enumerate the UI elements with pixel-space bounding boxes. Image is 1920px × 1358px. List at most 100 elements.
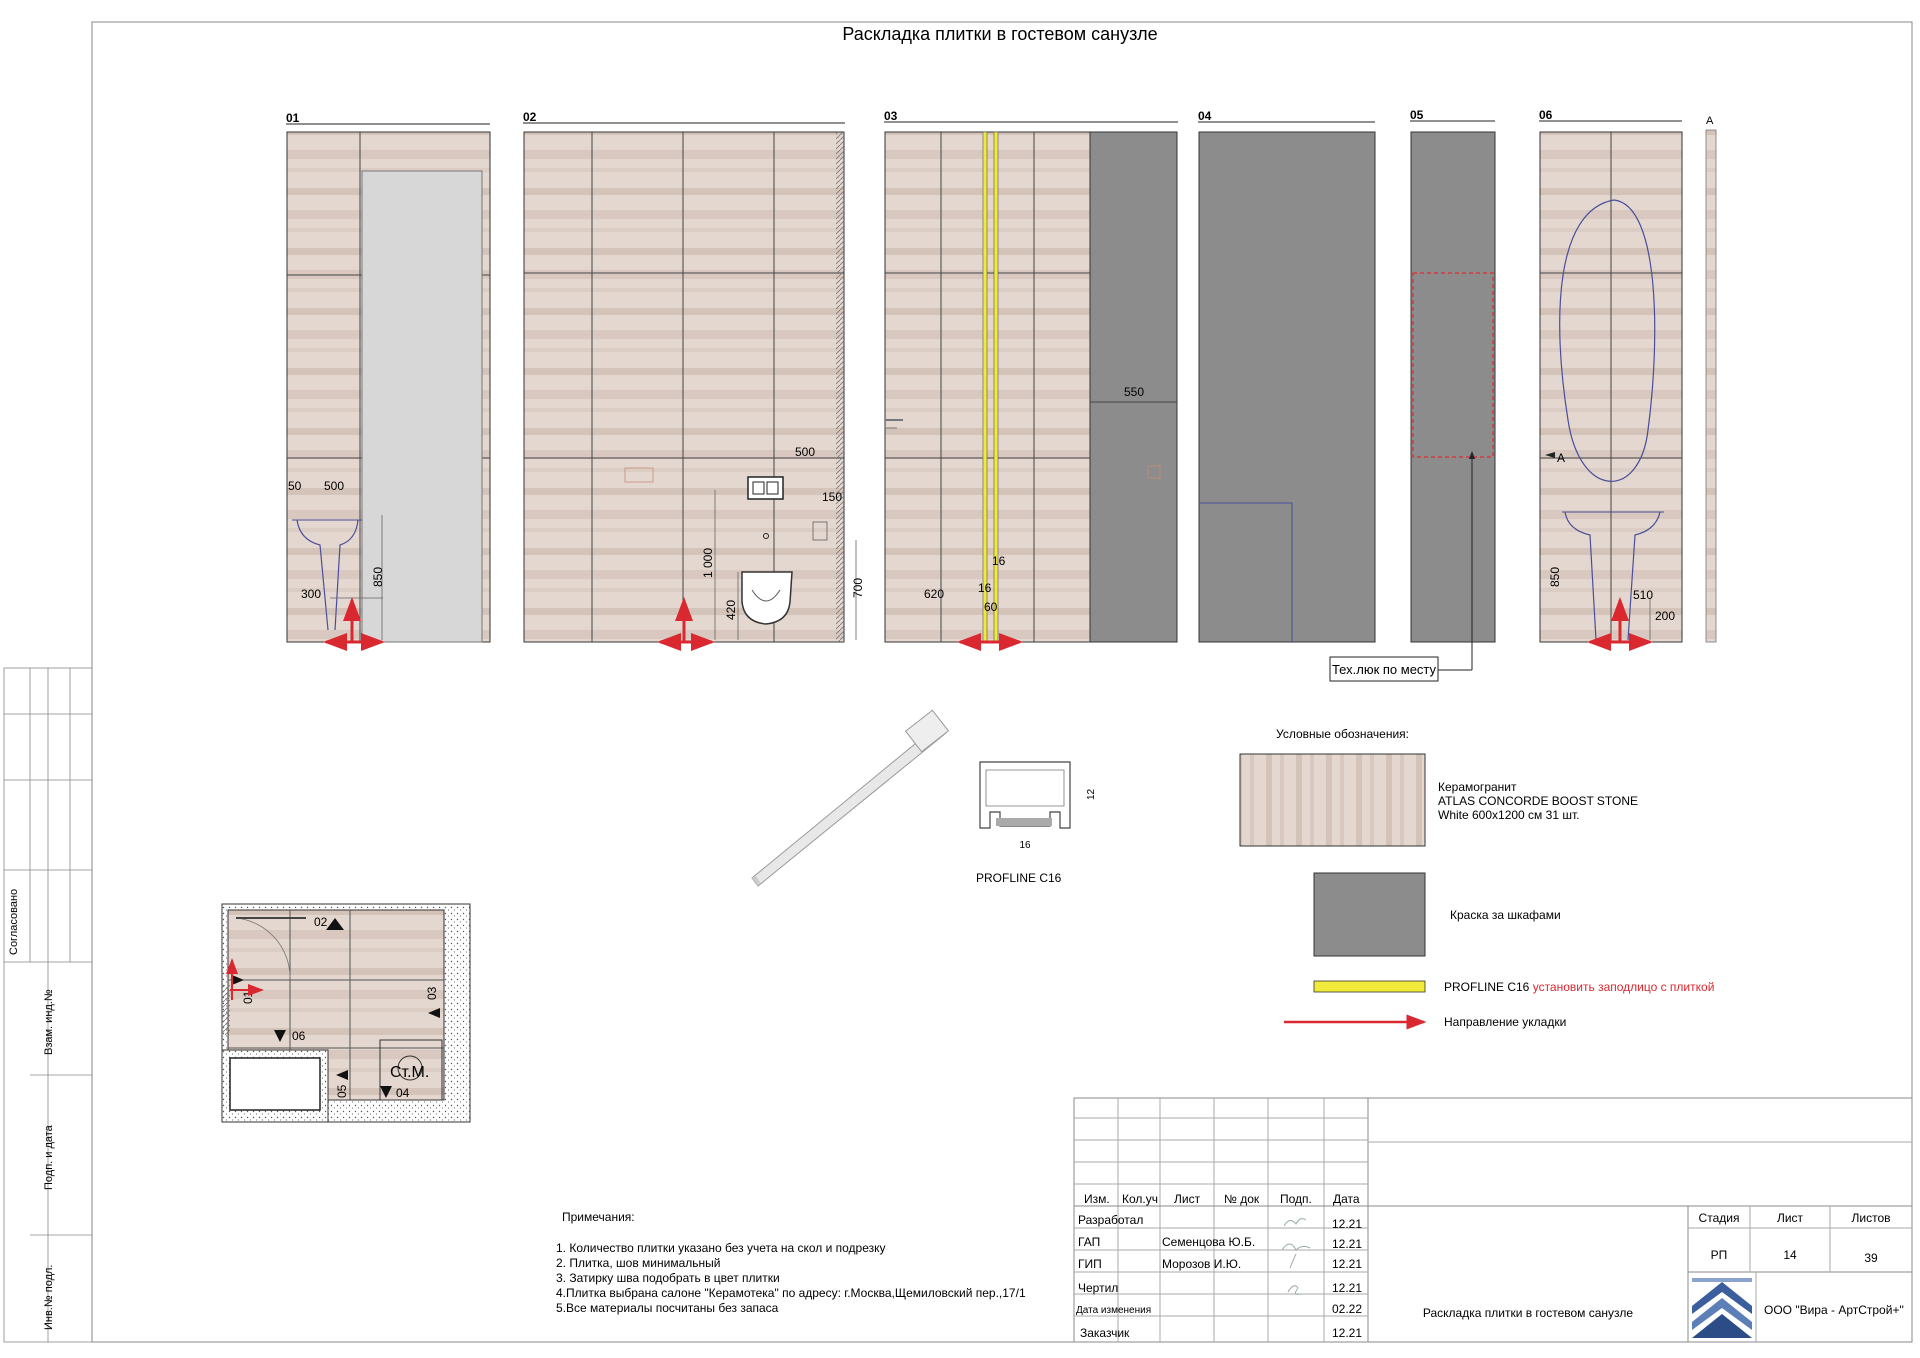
page-title: Раскладка плитки в гостевом санузле xyxy=(842,24,1157,44)
washbasin-outline xyxy=(1564,511,1661,641)
title-block-header: Изм. xyxy=(1084,1192,1110,1206)
view-marker-icon xyxy=(232,975,244,985)
stage-value: РП xyxy=(1711,1248,1728,1262)
profile-width-label: 16 xyxy=(1019,840,1031,851)
sheets-value: 39 xyxy=(1864,1251,1878,1265)
title-block-role: Заказчик xyxy=(1080,1326,1130,1340)
hatch-outline xyxy=(1412,272,1494,458)
view-marker-icon xyxy=(274,1030,286,1042)
profile-height-label: 12 xyxy=(1086,788,1097,800)
company-name: ООО "Вира - АртСтрой+" xyxy=(1764,1303,1904,1317)
painted-area xyxy=(1410,131,1496,643)
callout-label: Тех.люк по месту xyxy=(1332,662,1437,677)
title-block-name: Морозов И.Ю. xyxy=(1162,1257,1241,1271)
elevation-label: 05 xyxy=(1410,108,1424,122)
washbasin-outline xyxy=(296,519,359,631)
title-block-role: Разработал xyxy=(1078,1213,1143,1227)
profile-name: PROFLINE C16 xyxy=(976,871,1062,885)
mirror-outline xyxy=(1559,199,1656,482)
notes-heading: Примечания: xyxy=(562,1210,635,1224)
view-marker-label: 06 xyxy=(292,1029,306,1043)
legend-item-label: Краска за шкафами xyxy=(1450,908,1561,922)
dimension-label: 50 xyxy=(288,479,302,493)
stage-label: Стадия xyxy=(1699,1211,1740,1225)
signature-icon xyxy=(1287,1285,1301,1295)
legend-item-label: Керамогранит xyxy=(1438,780,1517,794)
bathtub-outline xyxy=(229,1057,321,1111)
view-marker-label: 03 xyxy=(425,986,439,1000)
dimension-label: 850 xyxy=(1548,567,1562,587)
stamp-label: Взам. инд.№ xyxy=(43,989,55,1055)
legend-paint-swatch xyxy=(1313,872,1426,957)
elevation-04: 04 xyxy=(1198,109,1376,643)
section-mark: A xyxy=(1557,451,1565,465)
profile-section: 16 12 xyxy=(979,761,1097,851)
elevation-05: 05 Тех.люк по месту xyxy=(1329,108,1496,682)
title-block-role: Чертил xyxy=(1078,1281,1118,1295)
title-block-role: ГАП xyxy=(1078,1235,1100,1249)
title-block-date: 12.21 xyxy=(1332,1326,1362,1340)
view-marker-icon xyxy=(326,918,344,930)
dimension-label: 16 xyxy=(978,581,992,595)
view-marker-icon xyxy=(428,1008,440,1018)
dimension-label: 700 xyxy=(851,578,865,598)
dimension-label: 300 xyxy=(301,587,321,601)
title-block-date: 02.22 xyxy=(1332,1302,1362,1316)
legend: Условные обозначения: Керамогранит ATLAS… xyxy=(1239,727,1714,1030)
legend-tile-swatch xyxy=(1239,753,1426,847)
elevation-03: 03 550 620 16 16 60 xyxy=(884,109,1178,651)
fixture-label: Ст.М. xyxy=(390,1064,429,1081)
title-block-header: № док xyxy=(1224,1192,1260,1206)
view-marker-icon xyxy=(380,1086,392,1098)
door-panel xyxy=(361,170,483,643)
sheet-label: Лист xyxy=(1777,1211,1804,1225)
signature-icon xyxy=(1281,1243,1311,1251)
note-item: 2. Плитка, шов минимальный xyxy=(556,1256,720,1270)
elevation-02: 02 500 150 1 000 420 700 xyxy=(523,110,865,651)
sheet-value: 14 xyxy=(1783,1248,1797,1262)
title-block-header: Дата xyxy=(1333,1192,1360,1206)
profile-detail: 16 12 PROFLINE C16 xyxy=(751,709,1097,887)
title-block-header: Кол.уч xyxy=(1122,1192,1158,1206)
dimension-label: 200 xyxy=(1655,609,1675,623)
floor-plan: Ст.М. 02 01 03 06 05 04 xyxy=(221,903,471,1123)
elevation-label: 06 xyxy=(1539,108,1553,122)
callout-box xyxy=(1329,656,1439,682)
legend-item-label: Направление укладки xyxy=(1444,1015,1566,1029)
note-item: 3. Затирку шва подобрать в цвет плитки xyxy=(556,1271,780,1285)
dimension-label: 16 xyxy=(992,554,1006,568)
view-marker-label: 04 xyxy=(396,1086,410,1100)
stamp-label: Инв.№ подл. xyxy=(43,1265,55,1330)
profile-strip xyxy=(982,131,988,643)
legend-item-label: ATLAS CONCORDE BOOST STONE xyxy=(1438,794,1638,808)
notes: Примечания: 1. Количество плитки указано… xyxy=(556,1210,1026,1315)
legend-profile-swatch xyxy=(1313,980,1426,993)
company-logo-icon xyxy=(1692,1278,1752,1338)
dimension-label: 420 xyxy=(724,600,738,620)
legend-item-label: White 600x1200 см 31 шт. xyxy=(1438,808,1579,822)
toilet-icon xyxy=(741,571,793,625)
title-block-header: Подп. xyxy=(1280,1192,1312,1206)
title-block-date: 12.21 xyxy=(1332,1281,1362,1295)
dimension-label: 550 xyxy=(1124,385,1144,399)
elevation-06: 06 A 850 510 200 A xyxy=(1539,108,1717,651)
elevation-label: 01 xyxy=(286,111,300,125)
title-block-date: 12.21 xyxy=(1332,1257,1362,1271)
title-block-role: ГИП xyxy=(1078,1257,1102,1271)
title-block-name: Семенцова Ю.Б. xyxy=(1162,1235,1255,1249)
view-marker-label: 01 xyxy=(241,990,255,1004)
view-marker-label: 05 xyxy=(335,1084,349,1098)
stamp-label: Согласовано xyxy=(8,889,20,955)
elevation-label: 04 xyxy=(1198,109,1212,123)
elevation-01: 01 50 500 300 850 xyxy=(286,111,491,651)
elevation-label: 02 xyxy=(523,110,537,124)
title-block-date: 12.21 xyxy=(1332,1217,1362,1231)
dimension-label: 620 xyxy=(924,587,944,601)
dimension-label: 850 xyxy=(371,567,385,587)
dimension-label: 500 xyxy=(324,479,344,493)
section-label: A xyxy=(1706,115,1714,127)
title-block: Изм. Кол.уч Лист № док Подп. Дата Разраб… xyxy=(1073,1097,1913,1343)
note-item: 4.Плитка выбрана салоне "Керамотека" по … xyxy=(556,1286,1026,1300)
dimension-label: 500 xyxy=(795,445,815,459)
